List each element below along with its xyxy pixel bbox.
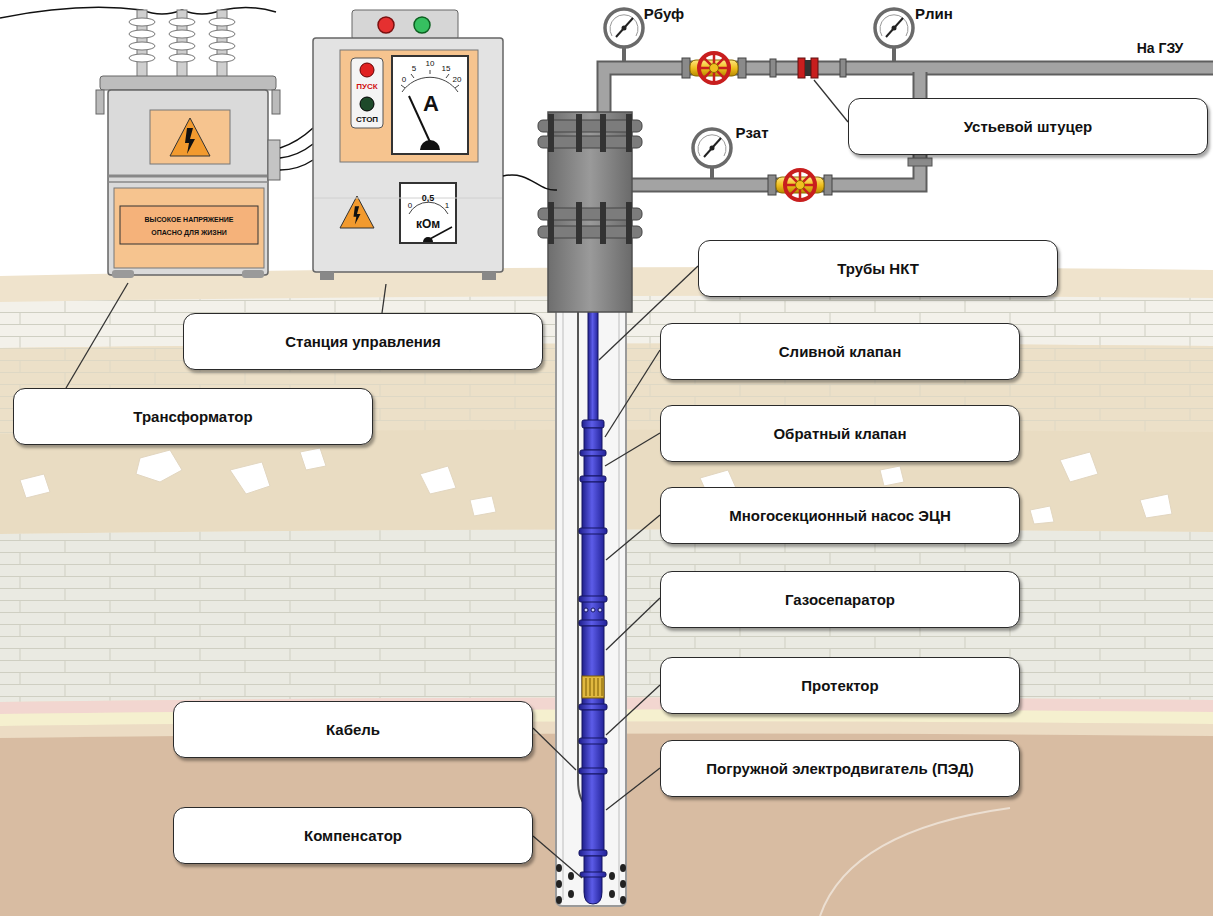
- part-label: Pбуф: [644, 6, 684, 21]
- part-label: Pзат: [736, 125, 769, 140]
- part-label: A: [423, 93, 439, 115]
- part-label: На ГЗУ: [1137, 41, 1184, 55]
- callout-box: Станция управления: [183, 313, 543, 370]
- callout-text: Обратный клапан: [773, 425, 906, 442]
- control-station: [313, 10, 557, 280]
- part-label: 20: [453, 76, 462, 84]
- wellhead: [538, 112, 642, 312]
- callout-text: Многосекционный насос ЭЦН: [729, 507, 951, 524]
- callout-text: Трансформатор: [133, 408, 252, 425]
- callout-text: Газосепаратор: [785, 591, 895, 608]
- part-label: 0: [408, 202, 412, 210]
- callout-text: Устьевой штуцер: [964, 118, 1093, 135]
- part-label: ВЫСОКОЕ НАПРЯЖЕНИЕ: [145, 216, 234, 223]
- callout-box: Газосепаратор: [660, 571, 1020, 628]
- callout-text: Протектор: [801, 677, 878, 694]
- callout-box: Устьевой штуцер: [848, 98, 1208, 155]
- part-label: 10: [426, 60, 435, 68]
- part-label: 0: [402, 76, 406, 84]
- callout-box: Многосекционный насос ЭЦН: [660, 487, 1020, 544]
- callout-box: Трансформатор: [13, 388, 373, 445]
- part-label: 1: [445, 202, 449, 210]
- callout-box: Кабель: [173, 701, 533, 758]
- callout-text: Сливной клапан: [779, 343, 901, 360]
- part-label: Pлин: [915, 6, 953, 21]
- wellhead-piping: [604, 9, 1213, 200]
- callout-box: Трубы НКТ: [698, 240, 1058, 297]
- callout-text: Кабель: [326, 721, 380, 738]
- part-label: 5: [412, 65, 416, 73]
- callout-text: Погружной электродвигатель (ПЭД): [706, 760, 973, 777]
- transformer: [0, 7, 313, 278]
- callout-text: Компенсатор: [304, 827, 402, 844]
- callout-box: Компенсатор: [173, 807, 533, 864]
- callout-box: Погружной электродвигатель (ПЭД): [660, 740, 1020, 797]
- callout-text: Трубы НКТ: [837, 260, 919, 277]
- part-label: ОПАСНО ДЛЯ ЖИЗНИ: [151, 229, 227, 236]
- callout-box: Протектор: [660, 657, 1020, 714]
- callout-text: Станция управления: [285, 333, 441, 350]
- part-label: ПУСК: [356, 83, 377, 91]
- part-label: 15: [442, 65, 451, 73]
- pump-string: [579, 310, 607, 904]
- part-label: кОм: [416, 218, 440, 230]
- part-label: 0,5: [422, 194, 435, 203]
- callout-box: Обратный клапан: [660, 405, 1020, 462]
- well-casing: [556, 300, 626, 906]
- part-label: СТОП: [356, 116, 378, 124]
- callout-box: Сливной клапан: [660, 323, 1020, 380]
